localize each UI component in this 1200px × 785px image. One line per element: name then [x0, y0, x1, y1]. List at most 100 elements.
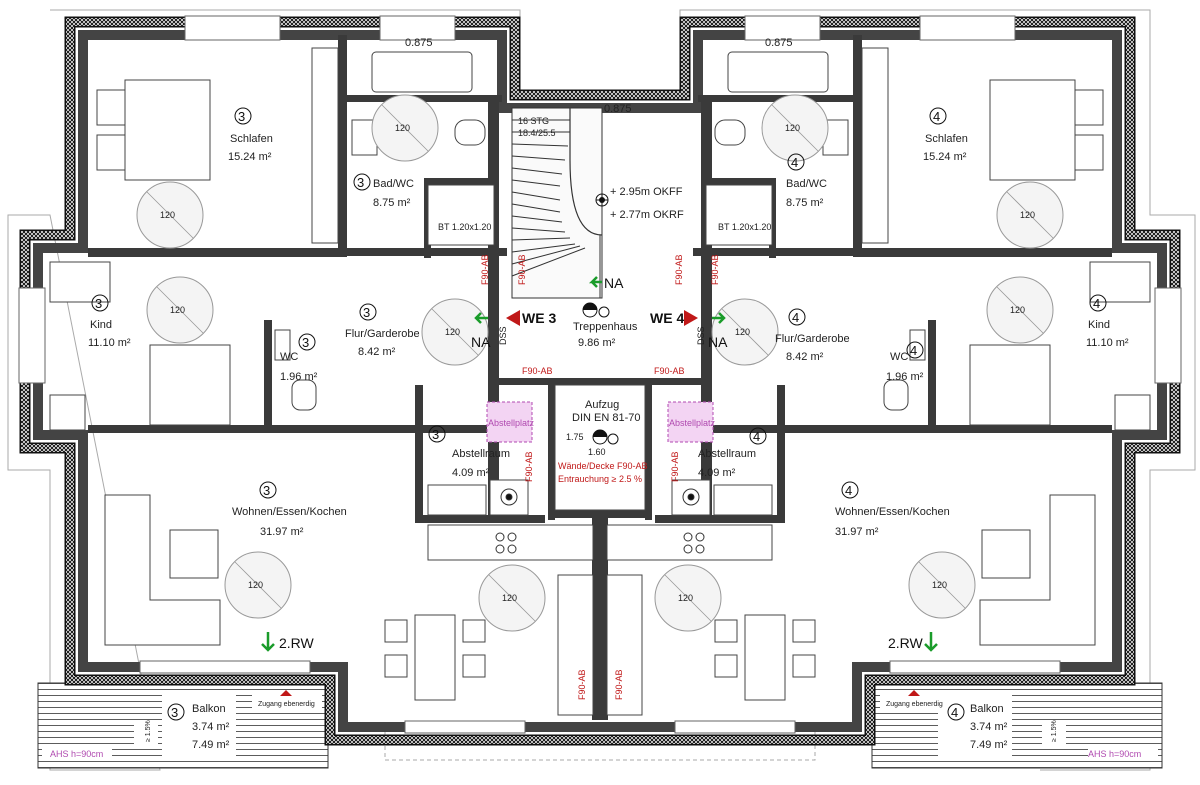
railing-height-4: AHS h=90cm: [1088, 749, 1141, 759]
stair: [511, 107, 603, 299]
svg-text:120: 120: [445, 327, 460, 337]
svg-text:120: 120: [1010, 305, 1025, 315]
svg-text:≥ 1.5%: ≥ 1.5%: [145, 720, 152, 742]
svg-text:4.09 m²: 4.09 m²: [452, 467, 490, 479]
svg-text:4: 4: [845, 483, 852, 498]
railing-height-3: AHS h=90cm: [50, 749, 103, 759]
room-flur-3: Flur/Garderobe: [345, 328, 420, 340]
svg-text:8.42 m²: 8.42 m²: [358, 346, 396, 358]
rw-label-4: 2.RW: [888, 635, 924, 651]
svg-text:F90-AB: F90-AB: [480, 254, 490, 285]
room-balkon-4: Balkon: [970, 703, 1004, 715]
cooktop-icons: [495, 488, 705, 554]
svg-text:NA: NA: [471, 334, 491, 350]
svg-text:120: 120: [170, 305, 185, 315]
elevator-dim-w: 1.60: [588, 447, 606, 457]
stair-area: 9.86 m²: [578, 337, 616, 349]
svg-text:3: 3: [357, 175, 364, 190]
svg-text:120: 120: [785, 123, 800, 133]
room-kind-4: Kind: [1088, 319, 1110, 331]
svg-text:Zugang ebenerdig: Zugang ebenerdig: [258, 701, 315, 708]
fixtures: [49, 47, 1151, 716]
room-schlafen-3: Schlafen: [230, 133, 273, 145]
svg-text:DSS: DSS: [498, 326, 508, 345]
svg-text:4: 4: [792, 310, 799, 325]
svg-text:WE 3: WE 3: [522, 310, 556, 326]
stair-name: Treppenhaus: [573, 321, 638, 333]
svg-text:≥ 1.5%: ≥ 1.5%: [1051, 720, 1058, 742]
room-abstellraum-4: Abstellraum: [698, 448, 756, 460]
room-flur-4: Flur/Garderobe: [775, 333, 850, 345]
elevator-title: Aufzug: [585, 399, 619, 411]
level-okff: + 2.95m OKFF: [610, 186, 683, 198]
rw-label-3: 2.RW: [279, 635, 315, 651]
room-wc-4: WC: [890, 351, 908, 363]
stair-steps-sub: 18.4/25.5: [518, 128, 556, 138]
svg-text:F90-AB: F90-AB: [522, 366, 553, 376]
svg-text:3: 3: [95, 296, 102, 311]
svg-text:31.97 m²: 31.97 m²: [835, 526, 879, 538]
windows: [18, 15, 1182, 734]
svg-text:F90-AB: F90-AB: [524, 451, 534, 482]
svg-text:WE 4: WE 4: [650, 310, 684, 326]
stair-steps: 16 STG: [518, 116, 549, 126]
svg-text:31.97 m²: 31.97 m²: [260, 526, 304, 538]
storage-highlight-left: [486, 401, 533, 443]
dim-top-right: 0.875: [765, 37, 793, 49]
shower-tray-3: BT 1.20x1.20: [438, 222, 491, 232]
svg-text:F90-AB: F90-AB: [710, 254, 720, 285]
smoke-exit-arrow-icon: [588, 276, 602, 288]
svg-text:4: 4: [933, 109, 940, 124]
room-kind-3: Kind: [90, 319, 112, 331]
turning-circle-labels: 120 120 120 120 120 120 120 120 120 120 …: [160, 123, 1035, 603]
svg-text:15.24 m²: 15.24 m²: [228, 151, 272, 163]
rainwater-arrow-icon: [261, 632, 275, 652]
svg-text:120: 120: [160, 210, 175, 220]
svg-text:4: 4: [951, 705, 958, 720]
svg-text:3: 3: [171, 705, 178, 720]
room-wohnen-3: Wohnen/Essen/Kochen: [232, 506, 347, 518]
svg-text:F90-AB: F90-AB: [577, 669, 587, 700]
svg-text:11.10 m²: 11.10 m²: [88, 337, 131, 349]
svg-text:120: 120: [735, 327, 750, 337]
storage-label-3: Abstellplatz: [488, 418, 535, 428]
svg-text:F90-AB: F90-AB: [654, 366, 685, 376]
entrance-marker-3: WE 3 NA DSS: [471, 310, 556, 350]
shower-tray-4: BT 1.20x1.20: [718, 222, 771, 232]
elevator-dim-h: 1.75: [566, 432, 584, 442]
exterior-walls: [19, 16, 1181, 746]
fire-ratings: F90-AB F90-AB F90-AB F90-AB F90-AB F90-A…: [480, 254, 720, 700]
svg-text:F90-AB: F90-AB: [517, 254, 527, 285]
svg-text:7.49 m²: 7.49 m²: [970, 739, 1008, 751]
room-bad-3: Bad/WC: [373, 178, 414, 190]
svg-text:3.74 m²: 3.74 m²: [970, 721, 1008, 733]
svg-text:11.10 m²: 11.10 m²: [1086, 337, 1129, 349]
svg-text:Zugang ebenerdig: Zugang ebenerdig: [886, 701, 943, 708]
svg-text:3: 3: [363, 305, 370, 320]
svg-text:3.74 m²: 3.74 m²: [192, 721, 230, 733]
svg-text:1.96 m²: 1.96 m²: [886, 371, 924, 383]
level-marker-icon: [595, 193, 609, 207]
svg-text:120: 120: [502, 593, 517, 603]
svg-text:4: 4: [791, 155, 798, 170]
svg-text:4: 4: [1093, 296, 1100, 311]
level-okrf: + 2.77m OKRF: [610, 209, 684, 221]
storage-highlight-right: [667, 401, 714, 443]
svg-text:8.75 m²: 8.75 m²: [786, 197, 824, 209]
svg-text:8.75 m²: 8.75 m²: [373, 197, 411, 209]
room-wohnen-4: Wohnen/Essen/Kochen: [835, 506, 950, 518]
stair-na: NA: [604, 275, 624, 291]
svg-text:F90-AB: F90-AB: [670, 451, 680, 482]
svg-text:3: 3: [263, 483, 270, 498]
svg-text:15.24 m²: 15.24 m²: [923, 151, 967, 163]
svg-text:120: 120: [1020, 210, 1035, 220]
rauchmelder-icon: [582, 302, 610, 318]
room-balkon-3: Balkon: [192, 703, 226, 715]
svg-text:F90-AB: F90-AB: [674, 254, 684, 285]
room-bad-4: Bad/WC: [786, 178, 827, 190]
entrance-marker-4: WE 4 NA DSS: [650, 310, 728, 350]
dim-stair: 0.875: [604, 103, 632, 115]
svg-text:7.49 m²: 7.49 m²: [192, 739, 230, 751]
unit-4: 4 Schlafen 15.24 m² 4 Bad/WC 8.75 m² BT …: [650, 107, 1141, 759]
